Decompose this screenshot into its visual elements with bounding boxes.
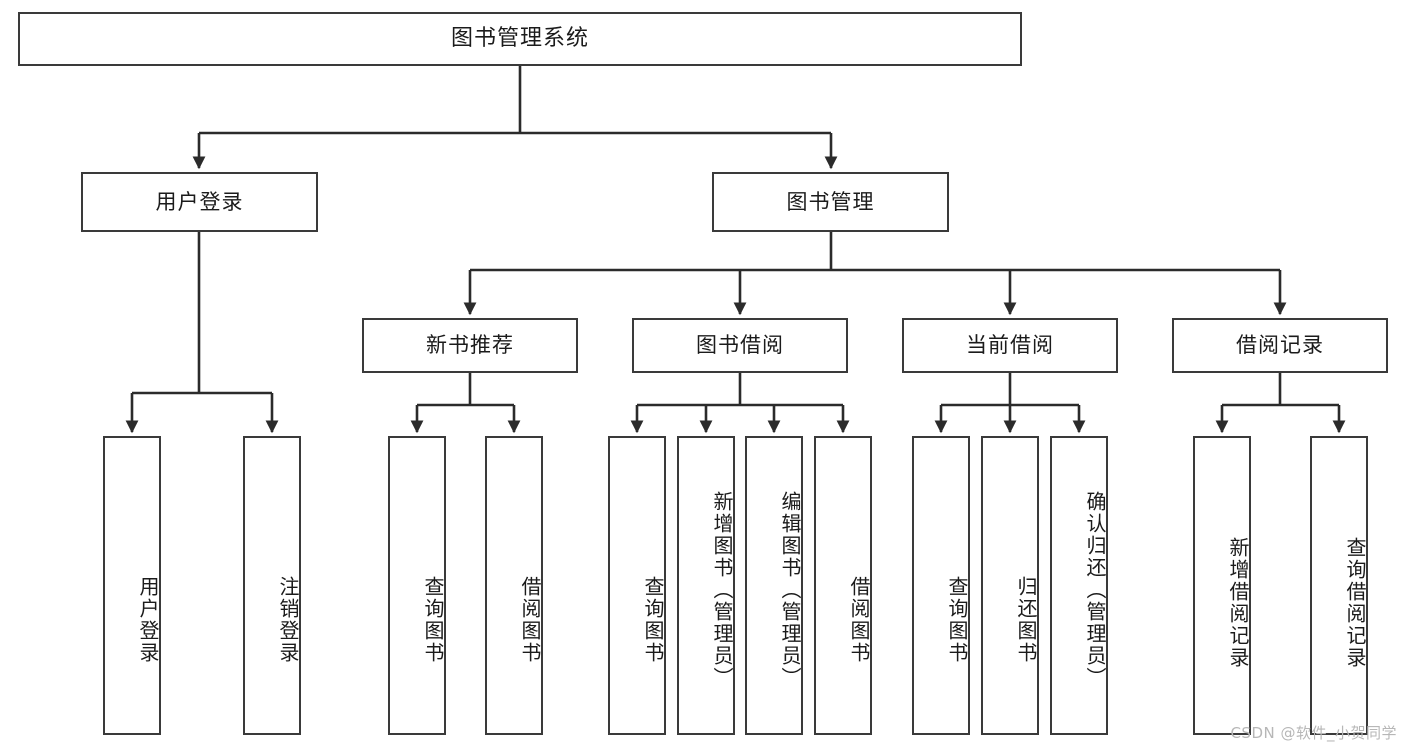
node-leaf-query-record-label: 查询借阅记录 — [1343, 536, 1367, 669]
node-leaf-borrow-book-2[interactable]: 借阅图书 — [814, 436, 872, 735]
node-leaf-borrow-book-1[interactable]: 借阅图书 — [485, 436, 543, 735]
node-root[interactable]: 图书管理系统 — [18, 12, 1022, 66]
node-leaf-query-book-3-label: 查询图书 — [945, 575, 969, 664]
node-leaf-confirm-return[interactable]: 确认归还（管理员） — [1050, 436, 1108, 735]
node-borrow-record-label: 借阅记录 — [1236, 333, 1324, 358]
node-new-book-recommend-label: 新书推荐 — [426, 333, 514, 358]
node-leaf-return-book[interactable]: 归还图书 — [981, 436, 1039, 735]
node-leaf-add-record-label: 新增借阅记录 — [1226, 536, 1250, 669]
node-leaf-add-book-label: 新增图书（管理员） — [710, 490, 734, 689]
node-leaf-edit-book-label: 编辑图书（管理员） — [778, 490, 802, 689]
node-user-login-label: 用户登录 — [155, 189, 244, 214]
node-leaf-borrow-book-1-label: 借阅图书 — [518, 575, 542, 664]
node-leaf-borrow-book-2-label: 借阅图书 — [847, 575, 871, 664]
node-book-borrow-label: 图书借阅 — [696, 333, 784, 358]
node-leaf-query-book-1-label: 查询图书 — [421, 575, 445, 664]
node-leaf-confirm-return-label: 确认归还（管理员） — [1083, 490, 1107, 689]
node-user-login[interactable]: 用户登录 — [81, 172, 318, 232]
node-leaf-query-book-2[interactable]: 查询图书 — [608, 436, 666, 735]
node-leaf-user-logout-label: 注销登录 — [276, 575, 300, 664]
node-root-label: 图书管理系统 — [450, 26, 589, 52]
node-leaf-user-login-label: 用户登录 — [136, 575, 160, 664]
node-leaf-user-logout[interactable]: 注销登录 — [243, 436, 301, 735]
node-leaf-add-book[interactable]: 新增图书（管理员） — [677, 436, 735, 735]
node-leaf-add-record[interactable]: 新增借阅记录 — [1193, 436, 1251, 735]
node-borrow-record[interactable]: 借阅记录 — [1172, 318, 1388, 373]
node-current-borrow[interactable]: 当前借阅 — [902, 318, 1118, 373]
node-leaf-query-book-2-label: 查询图书 — [641, 575, 665, 664]
node-leaf-query-book-3[interactable]: 查询图书 — [912, 436, 970, 735]
node-book-borrow[interactable]: 图书借阅 — [632, 318, 848, 373]
watermark-text: CSDN @软件_小贺同学 — [1230, 724, 1397, 742]
node-leaf-query-book-1[interactable]: 查询图书 — [388, 436, 446, 735]
node-book-manage-label: 图书管理 — [786, 189, 875, 214]
node-new-book-recommend[interactable]: 新书推荐 — [362, 318, 578, 373]
node-current-borrow-label: 当前借阅 — [966, 333, 1054, 358]
node-leaf-return-book-label: 归还图书 — [1014, 575, 1038, 664]
node-leaf-user-login[interactable]: 用户登录 — [103, 436, 161, 735]
node-leaf-edit-book[interactable]: 编辑图书（管理员） — [745, 436, 803, 735]
node-book-manage[interactable]: 图书管理 — [712, 172, 949, 232]
node-leaf-query-record[interactable]: 查询借阅记录 — [1310, 436, 1368, 735]
